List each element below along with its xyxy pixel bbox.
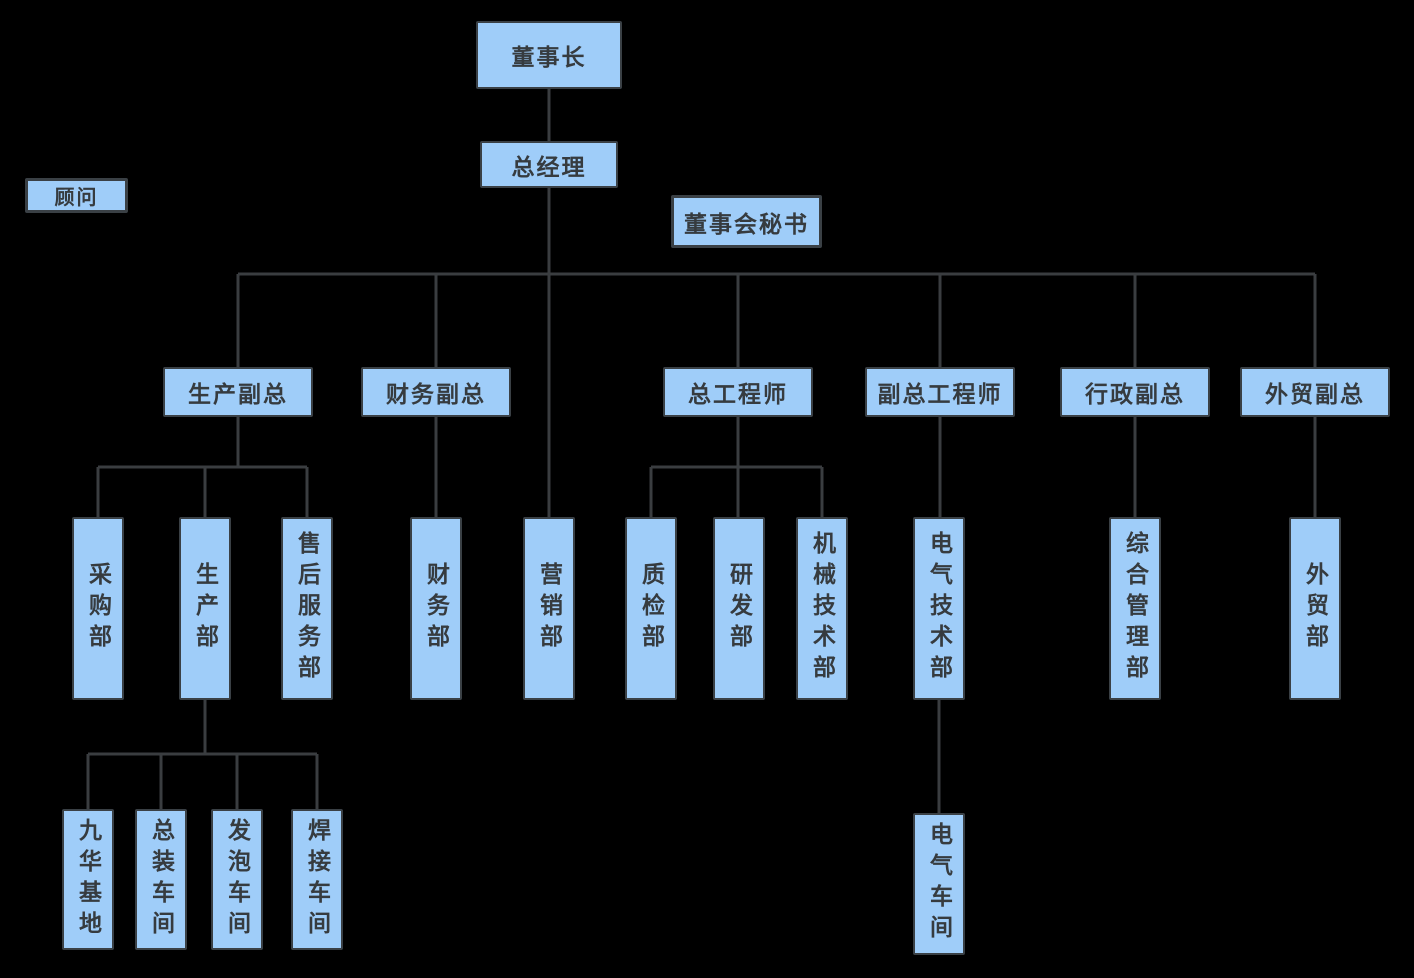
node-production-vp[interactable]: 生产副总 <box>163 367 313 417</box>
node-rd-dept[interactable]: 研发部 <box>713 517 765 700</box>
connector-production-dept-split <box>86 700 319 809</box>
node-mech-tech-dept[interactable]: 机械技术部 <box>796 517 848 700</box>
node-quality-dept[interactable]: 质检部 <box>625 517 677 700</box>
connector-trunk-drops <box>236 274 1317 367</box>
node-electrical-workshop[interactable]: 电气车间 <box>913 813 965 955</box>
node-elec-tech-dept[interactable]: 电气技术部 <box>913 517 965 700</box>
node-general-manager[interactable]: 总经理 <box>480 141 618 188</box>
node-finance-dept[interactable]: 财务部 <box>410 517 462 700</box>
connector-chief-engineer-split <box>649 417 824 517</box>
node-chairman[interactable]: 董事长 <box>476 21 622 89</box>
node-chief-engineer[interactable]: 总工程师 <box>663 367 813 417</box>
node-board-secretary[interactable]: 董事会秘书 <box>671 195 822 248</box>
node-finance-vp[interactable]: 财务副总 <box>361 367 511 417</box>
node-marketing-dept[interactable]: 营销部 <box>523 517 575 700</box>
node-jiuhua-base[interactable]: 九华基地 <box>62 809 114 950</box>
node-purchasing-dept[interactable]: 采购部 <box>72 517 124 700</box>
node-foaming-workshop[interactable]: 发泡车间 <box>211 809 263 950</box>
node-trade-vp[interactable]: 外贸副总 <box>1240 367 1390 417</box>
node-after-sales-dept[interactable]: 售后服务部 <box>281 517 333 700</box>
node-admin-vp[interactable]: 行政副总 <box>1060 367 1210 417</box>
node-welding-workshop[interactable]: 焊接车间 <box>291 809 343 950</box>
connector-production-vp-split <box>96 417 309 517</box>
node-advisor[interactable]: 顾问 <box>25 178 128 213</box>
node-trade-dept[interactable]: 外贸部 <box>1289 517 1341 700</box>
node-deputy-chief-engineer[interactable]: 副总工程师 <box>865 367 1015 417</box>
node-assembly-workshop[interactable]: 总装车间 <box>135 809 187 950</box>
node-general-mgmt-dept[interactable]: 综合管理部 <box>1109 517 1161 700</box>
node-production-dept[interactable]: 生产部 <box>179 517 231 700</box>
